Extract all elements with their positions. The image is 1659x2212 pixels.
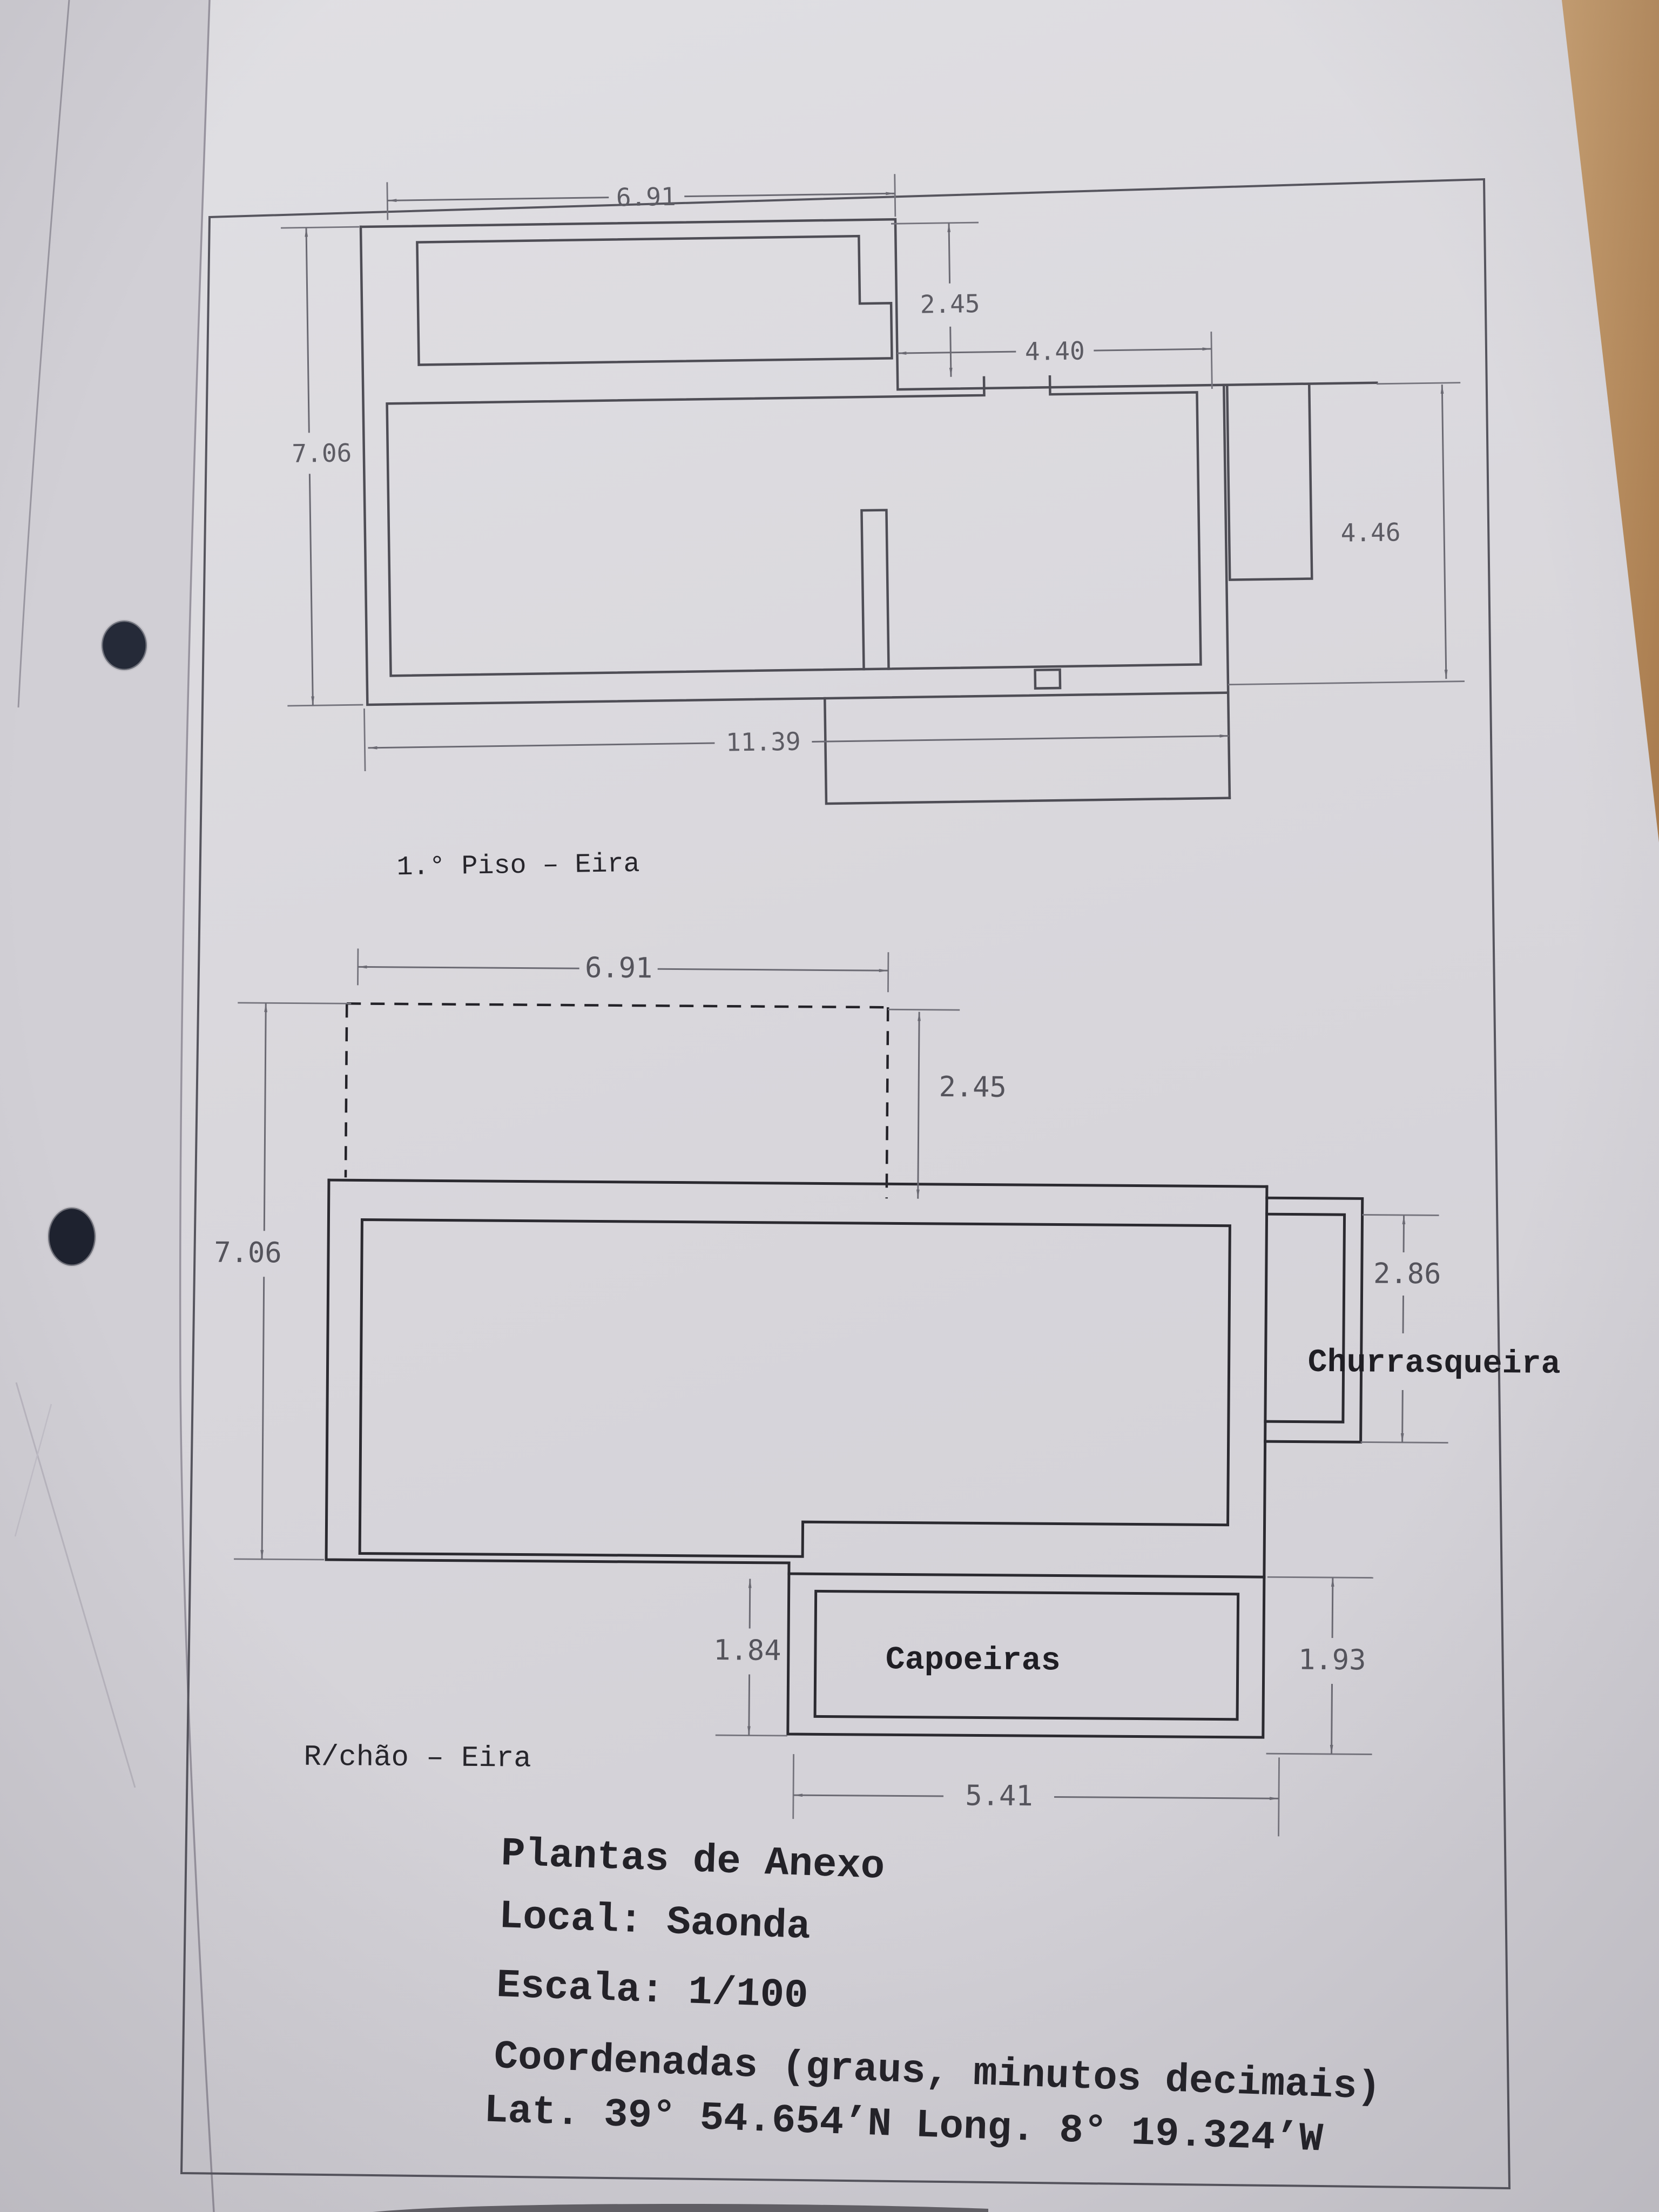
dim-line-286 — [1400, 1390, 1404, 1442]
churrasqueira-label: Churrasqueira — [1307, 1345, 1561, 1383]
punch-hole — [46, 1206, 97, 1267]
dim-line-245 — [947, 222, 951, 284]
dim-value-width-top: 6.91 — [616, 182, 677, 212]
dim-value-height-left: 7.06 — [292, 438, 352, 468]
dim-tick — [1210, 332, 1213, 389]
main-paper-sheet — [180, 0, 1659, 2212]
dim-value-height-left: 7.06 — [214, 1237, 282, 1270]
dim-value-width-top: 6.91 — [585, 952, 653, 984]
ground-floor-title: R/chão – Eira — [304, 1741, 531, 1776]
dim-tick — [234, 1558, 325, 1561]
dim-value-width-right: 4.40 — [1025, 336, 1085, 366]
dim-line-184 — [747, 1674, 751, 1736]
dim-value-projection-height: 2.45 — [939, 1071, 1007, 1104]
dim-value-capoeiras-left: 1.84 — [713, 1634, 781, 1667]
dim-line-541 — [793, 1793, 944, 1797]
dim-tick — [287, 704, 363, 707]
first-floor-title: 1.° Piso – Eira — [396, 849, 640, 883]
dim-tick — [363, 709, 366, 772]
dim-value-height-right: 4.46 — [1340, 517, 1401, 548]
dim-tick — [715, 1734, 787, 1737]
capoeiras-label: Capoeiras — [886, 1642, 1061, 1680]
dim-value-width-bottom: 11.39 — [726, 727, 801, 757]
dim-tick — [888, 1008, 960, 1011]
dim-tick — [792, 1754, 794, 1819]
dim-value-capoeiras-right: 1.93 — [1298, 1644, 1366, 1677]
dim-line-193 — [1331, 1577, 1334, 1638]
dim-value-capoeiras-width: 5.41 — [965, 1779, 1033, 1812]
punch-hole — [100, 619, 149, 672]
dim-value-churrasqueira-height: 2.86 — [1373, 1258, 1441, 1291]
dim-value-step-height: 2.45 — [920, 289, 980, 319]
